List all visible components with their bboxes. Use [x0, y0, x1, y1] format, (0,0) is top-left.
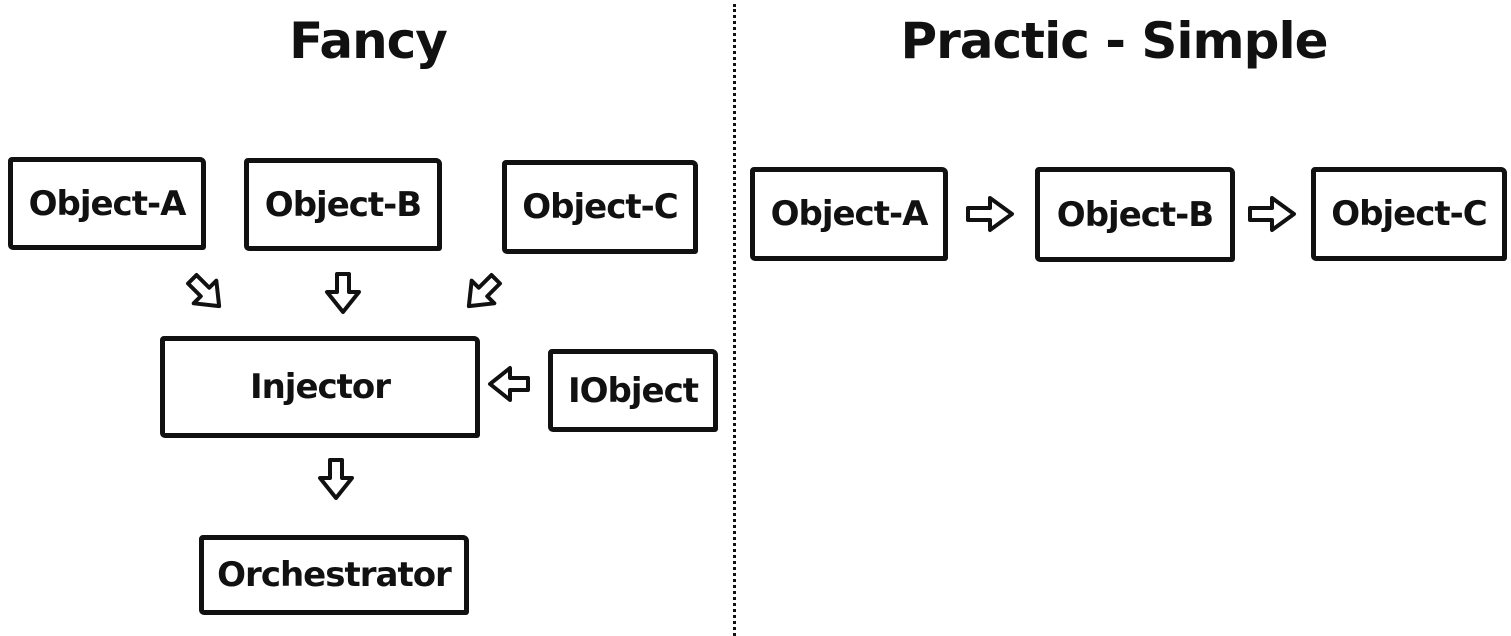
arrow-object-b-to-injector — [325, 272, 361, 314]
injector-box: Injector — [160, 336, 480, 438]
orchestrator-box: Orchestrator — [199, 535, 469, 615]
arrow-object-c-to-injector — [466, 273, 502, 309]
fancy-object-a-box: Object-A — [8, 157, 206, 250]
simple-object-a-box: Object-A — [750, 167, 948, 261]
arrow-simple-a-to-b — [966, 196, 1014, 232]
arrow-iobject-to-injector — [488, 366, 530, 402]
arrow-injector-to-orchestrator — [318, 458, 354, 500]
panel-divider — [733, 4, 736, 636]
simple-object-b-box: Object-B — [1035, 167, 1235, 262]
simple-object-c-box: Object-C — [1311, 167, 1507, 261]
arrow-object-a-to-injector — [186, 273, 222, 309]
arrow-simple-b-to-c — [1248, 196, 1296, 232]
simple-title: Practic - Simple — [900, 12, 1328, 70]
iobject-box: IObject — [548, 349, 718, 432]
fancy-object-c-box: Object-C — [502, 160, 698, 254]
fancy-object-b-box: Object-B — [244, 158, 442, 251]
fancy-title: Fancy — [289, 12, 448, 70]
